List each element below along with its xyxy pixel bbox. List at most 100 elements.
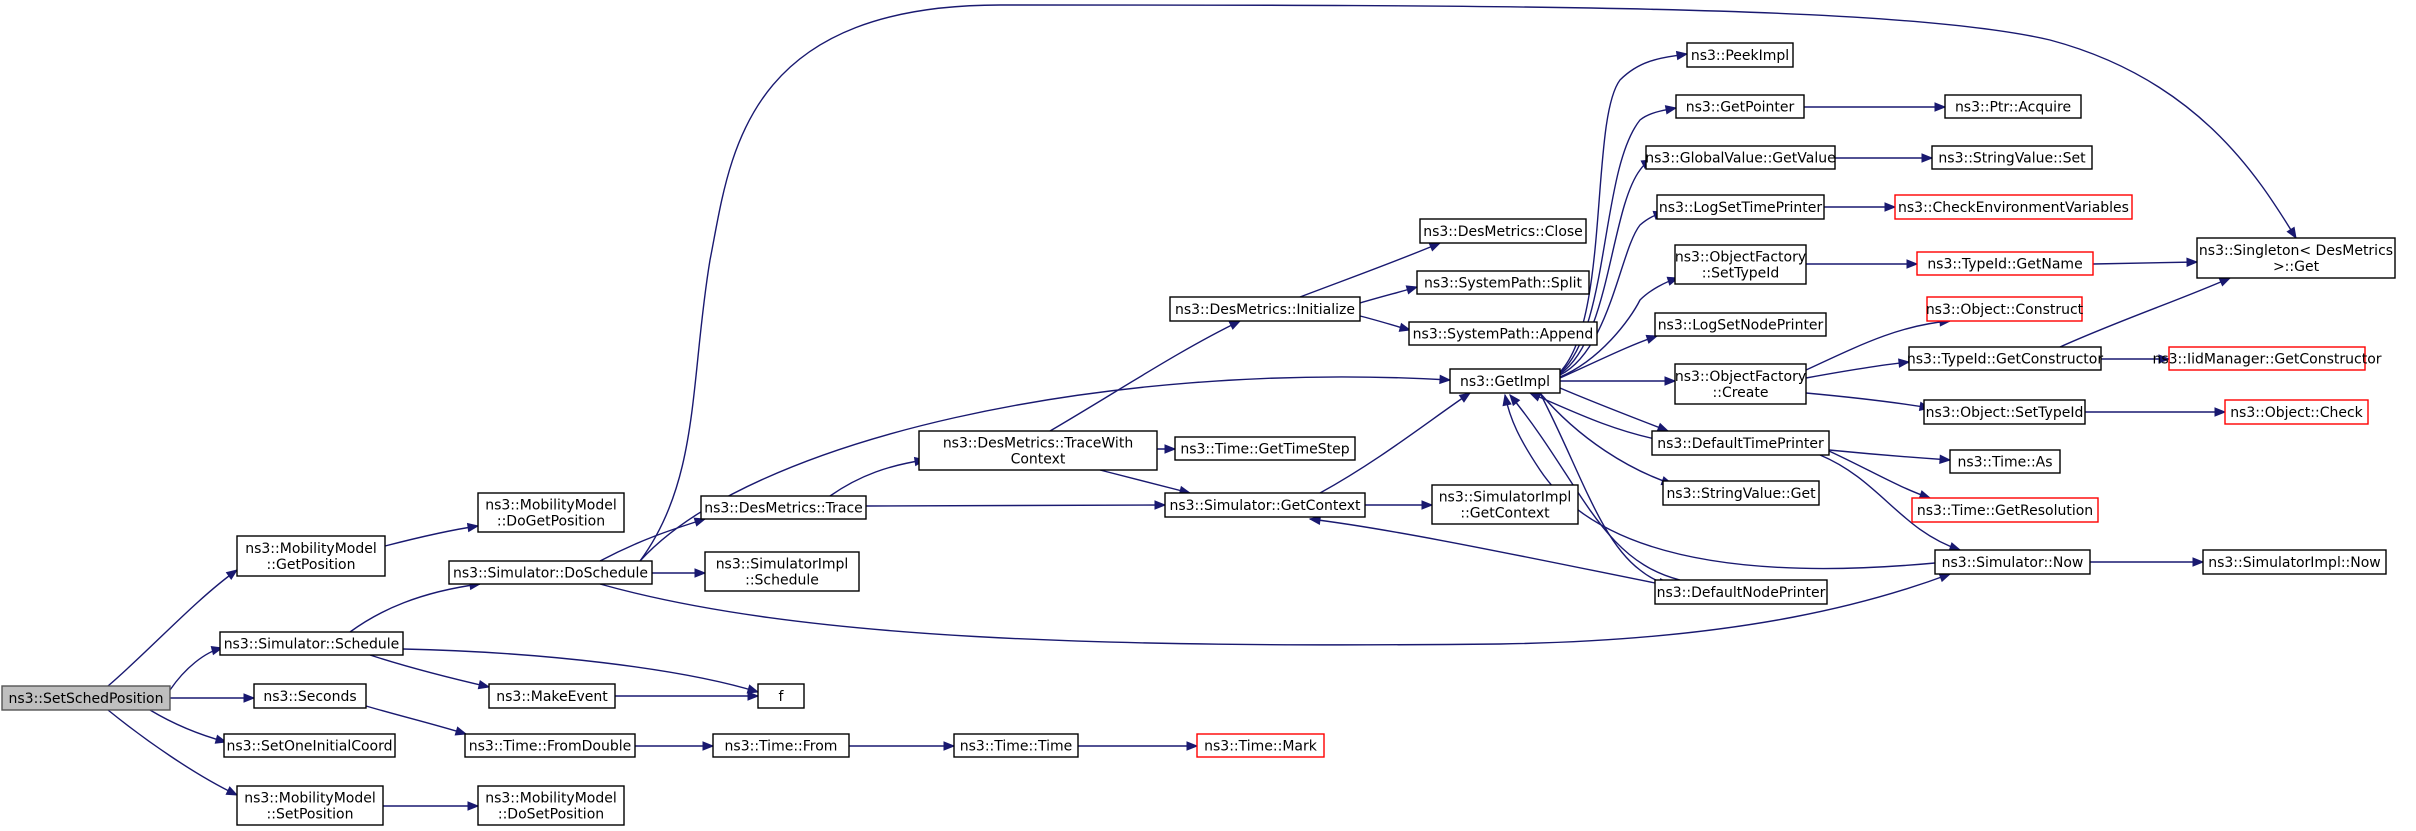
node-label: ns3::Simulator::DoSchedule <box>453 566 648 582</box>
node-box <box>2202 549 2387 575</box>
node-root[interactable]: ns3::SetSchedPosition <box>1 685 171 711</box>
node-objCheck[interactable]: ns3::Object::Check <box>2224 399 2369 425</box>
edge-defTimePrinter-to-simNow <box>1819 454 1961 551</box>
node-box <box>1949 449 2061 474</box>
edge-desInit-to-desClose-arrowhead <box>1428 242 1442 252</box>
node-makeEvent[interactable]: ns3::MakeEvent <box>488 683 616 709</box>
node-logSetTime[interactable]: ns3::LogSetTimePrinter <box>1656 194 1825 220</box>
node-box <box>488 683 616 709</box>
node-simImplNow[interactable]: ns3::SimulatorImpl::Now <box>2202 549 2387 575</box>
edge-desTraceCtx-to-simGetCtx <box>1099 469 1191 494</box>
node-box <box>464 733 636 758</box>
node-objSetTypeId[interactable]: ns3::Object::SetTypeId <box>1923 399 2086 425</box>
node-box <box>2196 237 2396 279</box>
edge-getImpl-to-getPointer-arrowhead <box>1664 105 1678 115</box>
node-strValSet[interactable]: ns3::StringValue::Set <box>1931 145 2093 170</box>
edge-typeIdGetName-to-singletonGet <box>2092 261 2198 265</box>
node-mmDoGetPos[interactable]: ns3::MobilityModel::DoGetPosition <box>477 492 625 533</box>
node-box <box>1662 480 1820 506</box>
node-logSetNode[interactable]: ns3::LogSetNodePrinter <box>1654 312 1827 337</box>
node-desClose[interactable]: ns3::DesMetrics::Close <box>1419 218 1587 244</box>
node-timeFrom[interactable]: ns3::Time::From <box>712 733 850 758</box>
node-ofSetTypeId[interactable]: ns3::ObjectFactory::SetTypeId <box>1674 244 1807 285</box>
node-label: ns3::DesMetrics::TraceWith <box>943 436 1133 452</box>
node-defNodePrinter[interactable]: ns3::DefaultNodePrinter <box>1654 579 1828 605</box>
edge-simSchedule-to-simDoSchedule <box>349 583 481 633</box>
node-strValGet[interactable]: ns3::StringValue::Get <box>1662 480 1820 506</box>
node-mmDoSetPos[interactable]: ns3::MobilityModel::DoSetPosition <box>477 785 625 826</box>
node-box <box>448 560 653 585</box>
node-iidGetCtor[interactable]: ns3::IidManager::GetConstructor <box>2152 346 2382 371</box>
edge-simDoSchedule-to-simImplSchedule-arrowhead <box>694 568 707 578</box>
node-simNow[interactable]: ns3::Simulator::Now <box>1934 549 2091 575</box>
node-label: ns3::CheckEnvironmentVariables <box>1898 200 2129 216</box>
edge-simGetCtx-to-simImplGetCtx-arrowhead <box>1421 500 1434 510</box>
node-timeMark[interactable]: ns3::Time::Mark <box>1196 733 1325 758</box>
node-mmGetPos[interactable]: ns3::MobilityModel::GetPosition <box>236 535 386 577</box>
edge-getImpl-to-strValGet <box>1539 392 1673 485</box>
node-desInit[interactable]: ns3::DesMetrics::Initialize <box>1169 296 1361 322</box>
node-box <box>1686 42 1794 68</box>
node-label: ns3::GlobalValue::GetValue <box>1645 151 1835 167</box>
node-box <box>1408 321 1598 346</box>
node-getImpl[interactable]: ns3::GetImpl <box>1449 368 1561 394</box>
node-simGetCtx[interactable]: ns3::Simulator::GetContext <box>1164 492 1366 518</box>
node-label: ns3::DesMetrics::Trace <box>704 501 863 517</box>
node-label: ns3::SetSchedPosition <box>9 691 164 707</box>
node-label: >::Get <box>2273 259 2320 275</box>
edge-simDoSchedule-to-getImpl-arrowhead <box>1439 374 1452 385</box>
edge-makeEvent-to-f-arrowhead <box>747 691 760 701</box>
node-singletonGet[interactable]: ns3::Singleton< DesMetrics >::Get <box>2196 237 2396 279</box>
node-setOneInit[interactable]: ns3::SetOneInitialCoord <box>223 733 396 758</box>
edge-ofSetTypeId-to-typeIdGetName-arrowhead <box>1906 259 1919 269</box>
node-peekImpl[interactable]: ns3::PeekImpl <box>1686 42 1794 68</box>
node-simImplGetCtx[interactable]: ns3::SimulatorImpl::GetContext <box>1431 484 1579 525</box>
edge-typeIdGetCtor-to-singletonGet-arrowhead <box>2218 277 2232 287</box>
node-label: ns3::SimulatorImpl <box>1439 490 1572 506</box>
node-typeIdGetCtor[interactable]: ns3::TypeId::GetConstructor <box>1907 346 2103 371</box>
edge-simSchedule-to-makeEvent <box>369 654 490 688</box>
node-seconds[interactable]: ns3::Seconds <box>253 683 367 709</box>
node-label: ns3::Simulator::Now <box>1942 555 2084 571</box>
edge-defNodePrinter-to-getImpl <box>1509 394 1681 581</box>
node-timeStep[interactable]: ns3::Time::GetTimeStep <box>1174 436 1356 461</box>
node-getPointer[interactable]: ns3::GetPointer <box>1675 94 1805 119</box>
node-pathAppend[interactable]: ns3::SystemPath::Append <box>1408 321 1598 346</box>
node-gvGetValue[interactable]: ns3::GlobalValue::GetValue <box>1645 145 1836 170</box>
edge-timeTime-to-timeMark-arrowhead <box>1186 741 1199 751</box>
node-simImplSchedule[interactable]: ns3::SimulatorImpl::Schedule <box>704 551 860 592</box>
edge-root-to-mmSetPos <box>107 709 238 796</box>
node-box <box>1944 94 2082 119</box>
node-ofCreate[interactable]: ns3::ObjectFactory::Create <box>1674 363 1807 405</box>
node-checkEnv[interactable]: ns3::CheckEnvironmentVariables <box>1894 194 2133 220</box>
node-pathSplit[interactable]: ns3::SystemPath::Split <box>1416 270 1590 295</box>
edge-getImpl-to-ofSetTypeId <box>1559 277 1679 378</box>
node-simSchedule[interactable]: ns3::Simulator::Schedule <box>219 631 404 656</box>
node-ptrAcquire[interactable]: ns3::Ptr::Acquire <box>1944 94 2082 119</box>
node-box <box>253 683 367 709</box>
node-label: f <box>779 689 785 705</box>
node-label: ns3::TypeId::GetName <box>1927 257 2082 273</box>
node-box <box>477 492 625 533</box>
node-label: ns3::DesMetrics::Close <box>1423 224 1583 240</box>
node-label: ns3::MobilityModel <box>485 498 617 514</box>
edge-simNow-to-simImplNow-arrowhead <box>2192 557 2205 567</box>
node-defTimePrinter[interactable]: ns3::DefaultTimePrinter <box>1651 430 1830 456</box>
edge-defTimePrinter-to-getImpl-arrowhead <box>1528 392 1542 402</box>
node-simDoSchedule[interactable]: ns3::Simulator::DoSchedule <box>448 560 653 585</box>
call-graph-nodes: ns3::SetSchedPositionns3::MobilityModel:… <box>1 42 2396 826</box>
node-timeGetRes[interactable]: ns3::Time::GetResolution <box>1911 497 2099 523</box>
node-label: ns3::Time::Time <box>960 739 1072 755</box>
node-mmSetPos[interactable]: ns3::MobilityModel::SetPosition <box>236 785 384 826</box>
node-f[interactable]: f <box>757 683 805 709</box>
edge-simDoSchedule-to-desTrace-arrowhead <box>693 517 707 527</box>
node-typeIdGetName[interactable]: ns3::TypeId::GetName <box>1916 251 2094 276</box>
node-objConstruct[interactable]: ns3::Object::Construct <box>1926 296 2084 322</box>
node-desTrace[interactable]: ns3::DesMetrics::Trace <box>700 495 867 520</box>
node-label: ns3::Time::GetResolution <box>1917 503 2093 519</box>
node-timeFromDouble[interactable]: ns3::Time::FromDouble <box>464 733 636 758</box>
node-timeTime[interactable]: ns3::Time::Time <box>953 733 1079 758</box>
node-box <box>223 733 396 758</box>
node-timeAs[interactable]: ns3::Time::As <box>1949 449 2061 474</box>
